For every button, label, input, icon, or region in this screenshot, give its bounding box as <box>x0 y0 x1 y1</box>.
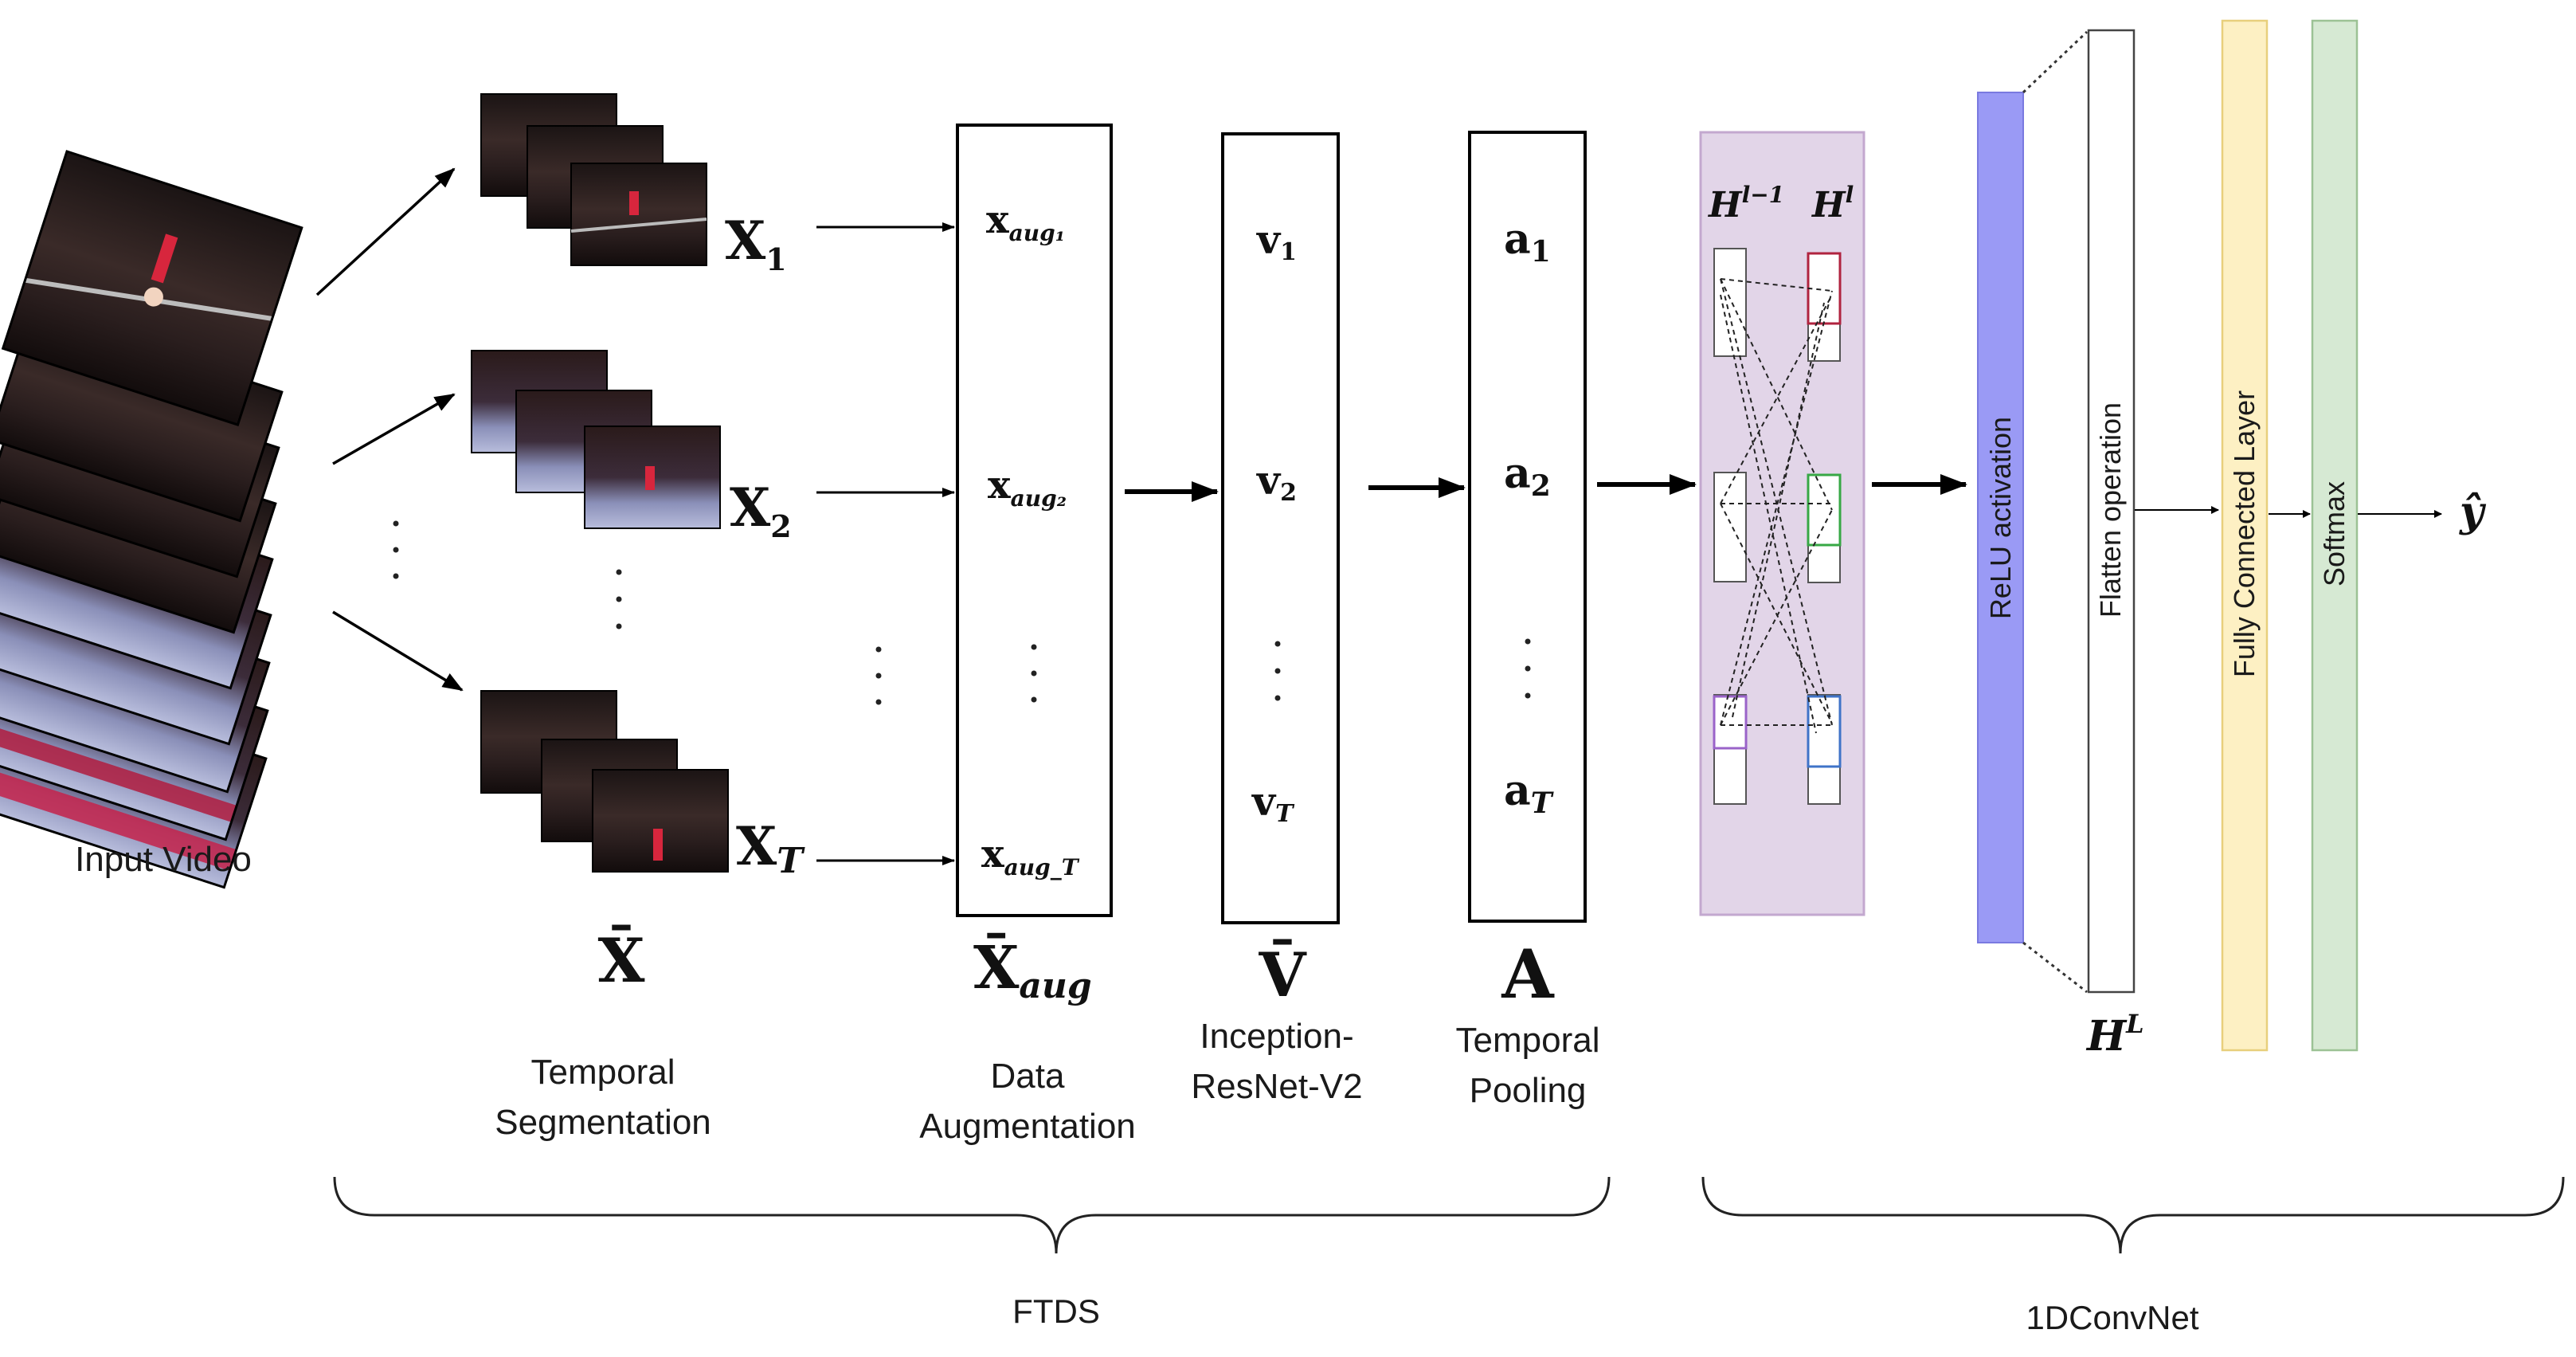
a2-label: a2 <box>1504 449 1551 503</box>
x-augT: xaug_T <box>981 832 1080 880</box>
vT-label: vT <box>1251 778 1295 828</box>
flatten-connector-top <box>2022 30 2089 94</box>
xT-label: XT <box>736 815 805 881</box>
aT-label: aT <box>1504 767 1554 820</box>
arrow-to-segT <box>332 610 464 692</box>
ftds-label: FTDS <box>1012 1292 1100 1330</box>
h-cur-label: Hl <box>1811 182 1854 226</box>
x-bar-aug-label: X̄aug <box>973 932 1092 1006</box>
segment-frames-1 <box>480 93 707 266</box>
pooling-line2: Pooling <box>1470 1071 1587 1110</box>
pooling-line1: Temporal <box>1456 1021 1600 1060</box>
vertical-ellipsis-aug <box>1031 644 1037 703</box>
inception-line2: ResNet-V2 <box>1191 1067 1362 1106</box>
input-video-label: Input Video <box>75 840 252 879</box>
augmentation-box <box>956 124 1113 917</box>
vertical-ellipsis-left <box>393 520 399 579</box>
v-bar-label: V̄ <box>1259 938 1308 1010</box>
flatten-layer <box>2087 29 2136 994</box>
arrow-to-seg1 <box>315 167 456 296</box>
vertical-ellipsis-mid <box>875 646 882 705</box>
h-prev-label: Hl−1 <box>1707 182 1784 226</box>
segment-frames-2 <box>471 350 721 529</box>
fc-layer <box>2221 19 2269 1052</box>
flatten-label: Flatten operation <box>2094 402 2127 618</box>
x-aug2: xaug₂ <box>988 463 1067 512</box>
pooling-box <box>1468 131 1587 923</box>
segment-frames-T <box>480 690 729 873</box>
relu-label: ReLU activation <box>1984 417 2017 619</box>
conv-neurons <box>1713 248 1842 805</box>
arrow-to-seg2 <box>332 393 456 465</box>
x2-label: X2 <box>730 477 792 544</box>
x-aug1: xaug₁ <box>986 198 1065 246</box>
vertical-ellipsis-v <box>1274 641 1281 701</box>
relu-layer <box>1977 92 2024 943</box>
inception-box <box>1221 132 1340 924</box>
v1-label: v1 <box>1256 216 1297 266</box>
temporal-segmentation-line1: Temporal <box>531 1053 675 1092</box>
x-bar-label: X̄ <box>598 924 645 996</box>
x1-label: X1 <box>725 210 787 277</box>
vertical-ellipsis-a <box>1525 638 1531 699</box>
conv-connections <box>1720 278 1833 734</box>
conv1d-brace <box>1701 1176 2565 1254</box>
inception-line1: Inception- <box>1200 1017 1353 1056</box>
ftds-brace <box>333 1176 1611 1254</box>
flatten-connector-bottom <box>2022 941 2088 994</box>
v2-label: v2 <box>1256 457 1297 507</box>
a-label: A <box>1501 935 1555 1014</box>
data-augmentation-line2: Augmentation <box>919 1107 1136 1146</box>
input-video-stack <box>0 150 303 889</box>
hl-label: HL <box>2085 1009 2144 1061</box>
softmax-label: Softmax <box>2318 481 2351 586</box>
data-augmentation-line1: Data <box>991 1057 1065 1096</box>
fc-label: Fully Connected Layer <box>2228 390 2261 677</box>
a1-label: a1 <box>1504 215 1551 269</box>
vertical-ellipsis-seg <box>616 569 622 629</box>
softmax-layer <box>2311 19 2359 1052</box>
output-label: ŷ <box>2459 488 2487 536</box>
conv1d-label: 1DConvNet <box>2026 1299 2198 1336</box>
temporal-segmentation-line2: Segmentation <box>495 1103 711 1142</box>
